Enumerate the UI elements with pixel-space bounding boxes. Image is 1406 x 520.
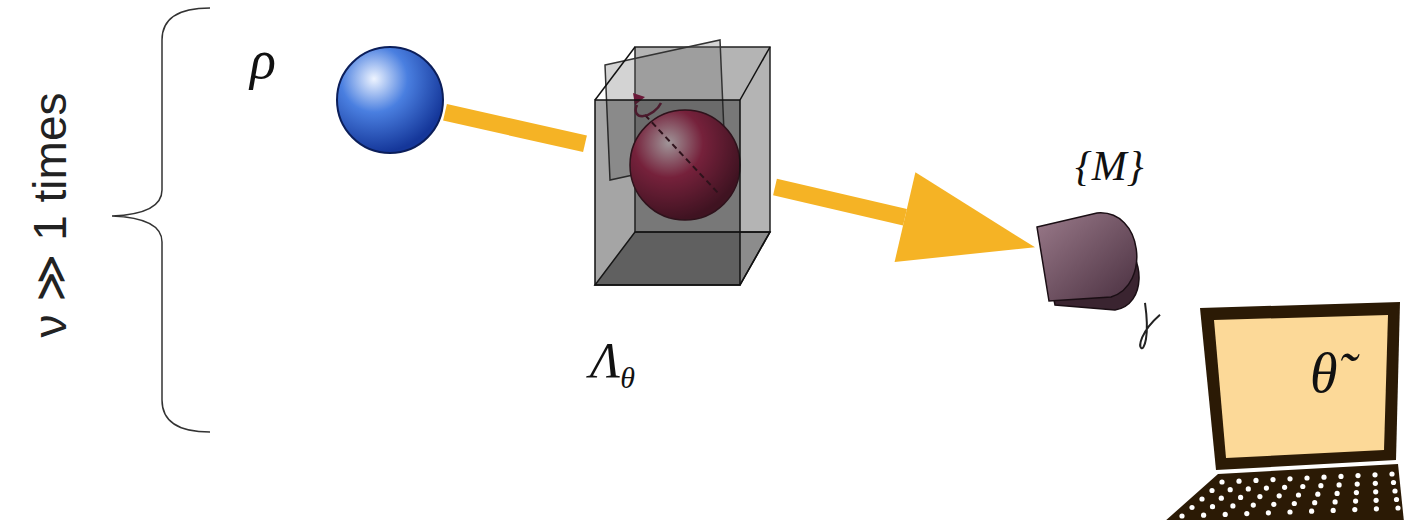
channel-box: Λθ (585, 35, 775, 295)
symbol-label: {M} (1075, 145, 1144, 187)
source-sphere: ρ (335, 45, 445, 155)
beam-connector (443, 104, 587, 152)
symbol-label: Λθ (590, 335, 635, 393)
laptop: θ̃ (1160, 300, 1404, 520)
channel-box-shape (585, 35, 775, 295)
beam-connector (773, 172, 1035, 262)
beam-bar (773, 179, 907, 226)
laptop-shape (1160, 300, 1404, 520)
repetition-label: ν ≫ 1 times (27, 93, 73, 338)
symbol-label: ρ (250, 33, 276, 87)
cable-line (1140, 303, 1160, 348)
cable (1140, 303, 1160, 348)
detector-shape (1035, 205, 1145, 315)
arrow-head (895, 172, 1035, 262)
source-sphere-shape (335, 45, 445, 155)
symbol-label: θ̃ (1310, 345, 1338, 401)
detector: {M} (1035, 205, 1145, 315)
beam-bar (443, 104, 587, 152)
brace (112, 8, 210, 432)
